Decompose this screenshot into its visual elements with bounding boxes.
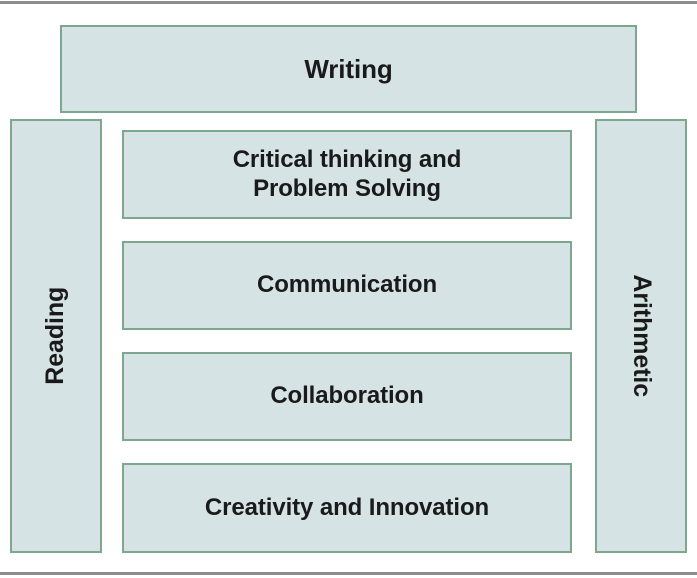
box-critical-thinking-and-problem-solving[interactable]: Critical thinking and Problem Solving — [122, 130, 572, 219]
box-collaboration[interactable]: Collaboration — [122, 352, 572, 441]
bottom-divider-rule — [0, 572, 697, 575]
box-arithmetic-label: Arithmetic — [627, 274, 656, 398]
box-communication[interactable]: Communication — [122, 241, 572, 330]
box-arithmetic[interactable]: Arithmetic — [595, 119, 687, 553]
top-divider-rule — [0, 1, 697, 4]
box-creativity-label: Creativity and Innovation — [204, 493, 490, 521]
box-writing-label: Writing — [304, 53, 393, 84]
box-collaboration-label: Collaboration — [270, 382, 424, 410]
box-writing[interactable]: Writing — [60, 25, 637, 113]
box-critical-thinking-label: Critical thinking and Problem Solving — [232, 146, 462, 202]
box-creativity-and-innovation[interactable]: Creativity and Innovation — [122, 463, 572, 553]
box-reading[interactable]: Reading — [10, 119, 102, 553]
box-communication-label: Communication — [256, 271, 438, 299]
box-reading-label: Reading — [41, 287, 70, 385]
